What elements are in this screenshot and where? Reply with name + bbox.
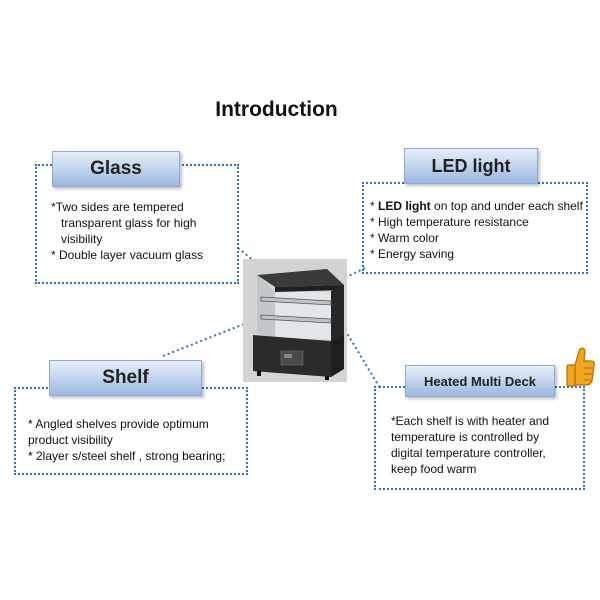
heated-label: Heated Multi Deck (424, 373, 536, 389)
heated-tag: Heated Multi Deck (405, 365, 555, 397)
led-line-2: * High temperature resistance (370, 215, 529, 229)
shelf-line-2: product visibility (28, 433, 113, 447)
connector-heated (344, 329, 381, 389)
glass-box: *Two sides are tempered transparent glas… (35, 164, 239, 284)
shelf-tag: Shelf (49, 360, 202, 396)
led-label: LED light (431, 155, 511, 176)
glass-line-4: * Double layer vacuum glass (51, 248, 204, 262)
glass-line-2: transparent glass for high (61, 216, 197, 230)
heated-box: *Each shelf is with heater and temperatu… (374, 386, 585, 490)
glass-line-3: visibility (61, 232, 103, 246)
thumbs-up-icon (566, 347, 595, 387)
heated-line-1: *Each shelf is with heater and (391, 414, 550, 428)
led-line-3: * Warm color (370, 231, 439, 245)
glass-tag: Glass (52, 151, 180, 187)
heated-line-3: digital temperature controller, (391, 446, 546, 460)
page-title: Introduction (215, 98, 338, 121)
shelf-label: Shelf (102, 367, 149, 388)
shelf-line-1: * Angled shelves provide optimum (28, 417, 209, 431)
shelf-box: * Angled shelves provide optimum product… (14, 387, 248, 475)
glass-label: Glass (90, 158, 142, 179)
display-cabinet-image (243, 259, 347, 382)
led-tag: LED light (404, 148, 538, 184)
heated-line-2: temperature is controlled by (391, 430, 540, 444)
heated-line-4: keep food warm (391, 462, 477, 476)
led-line-4: * Energy saving (370, 247, 455, 261)
shelf-line-3: * 2layer s/steel shelf , strong bearing; (28, 449, 226, 463)
led-line-1: * LED light on top and under each shelf (370, 199, 583, 213)
led-box: * LED light on top and under each shelf … (362, 182, 588, 274)
glass-line-1: *Two sides are tempered (51, 200, 184, 214)
